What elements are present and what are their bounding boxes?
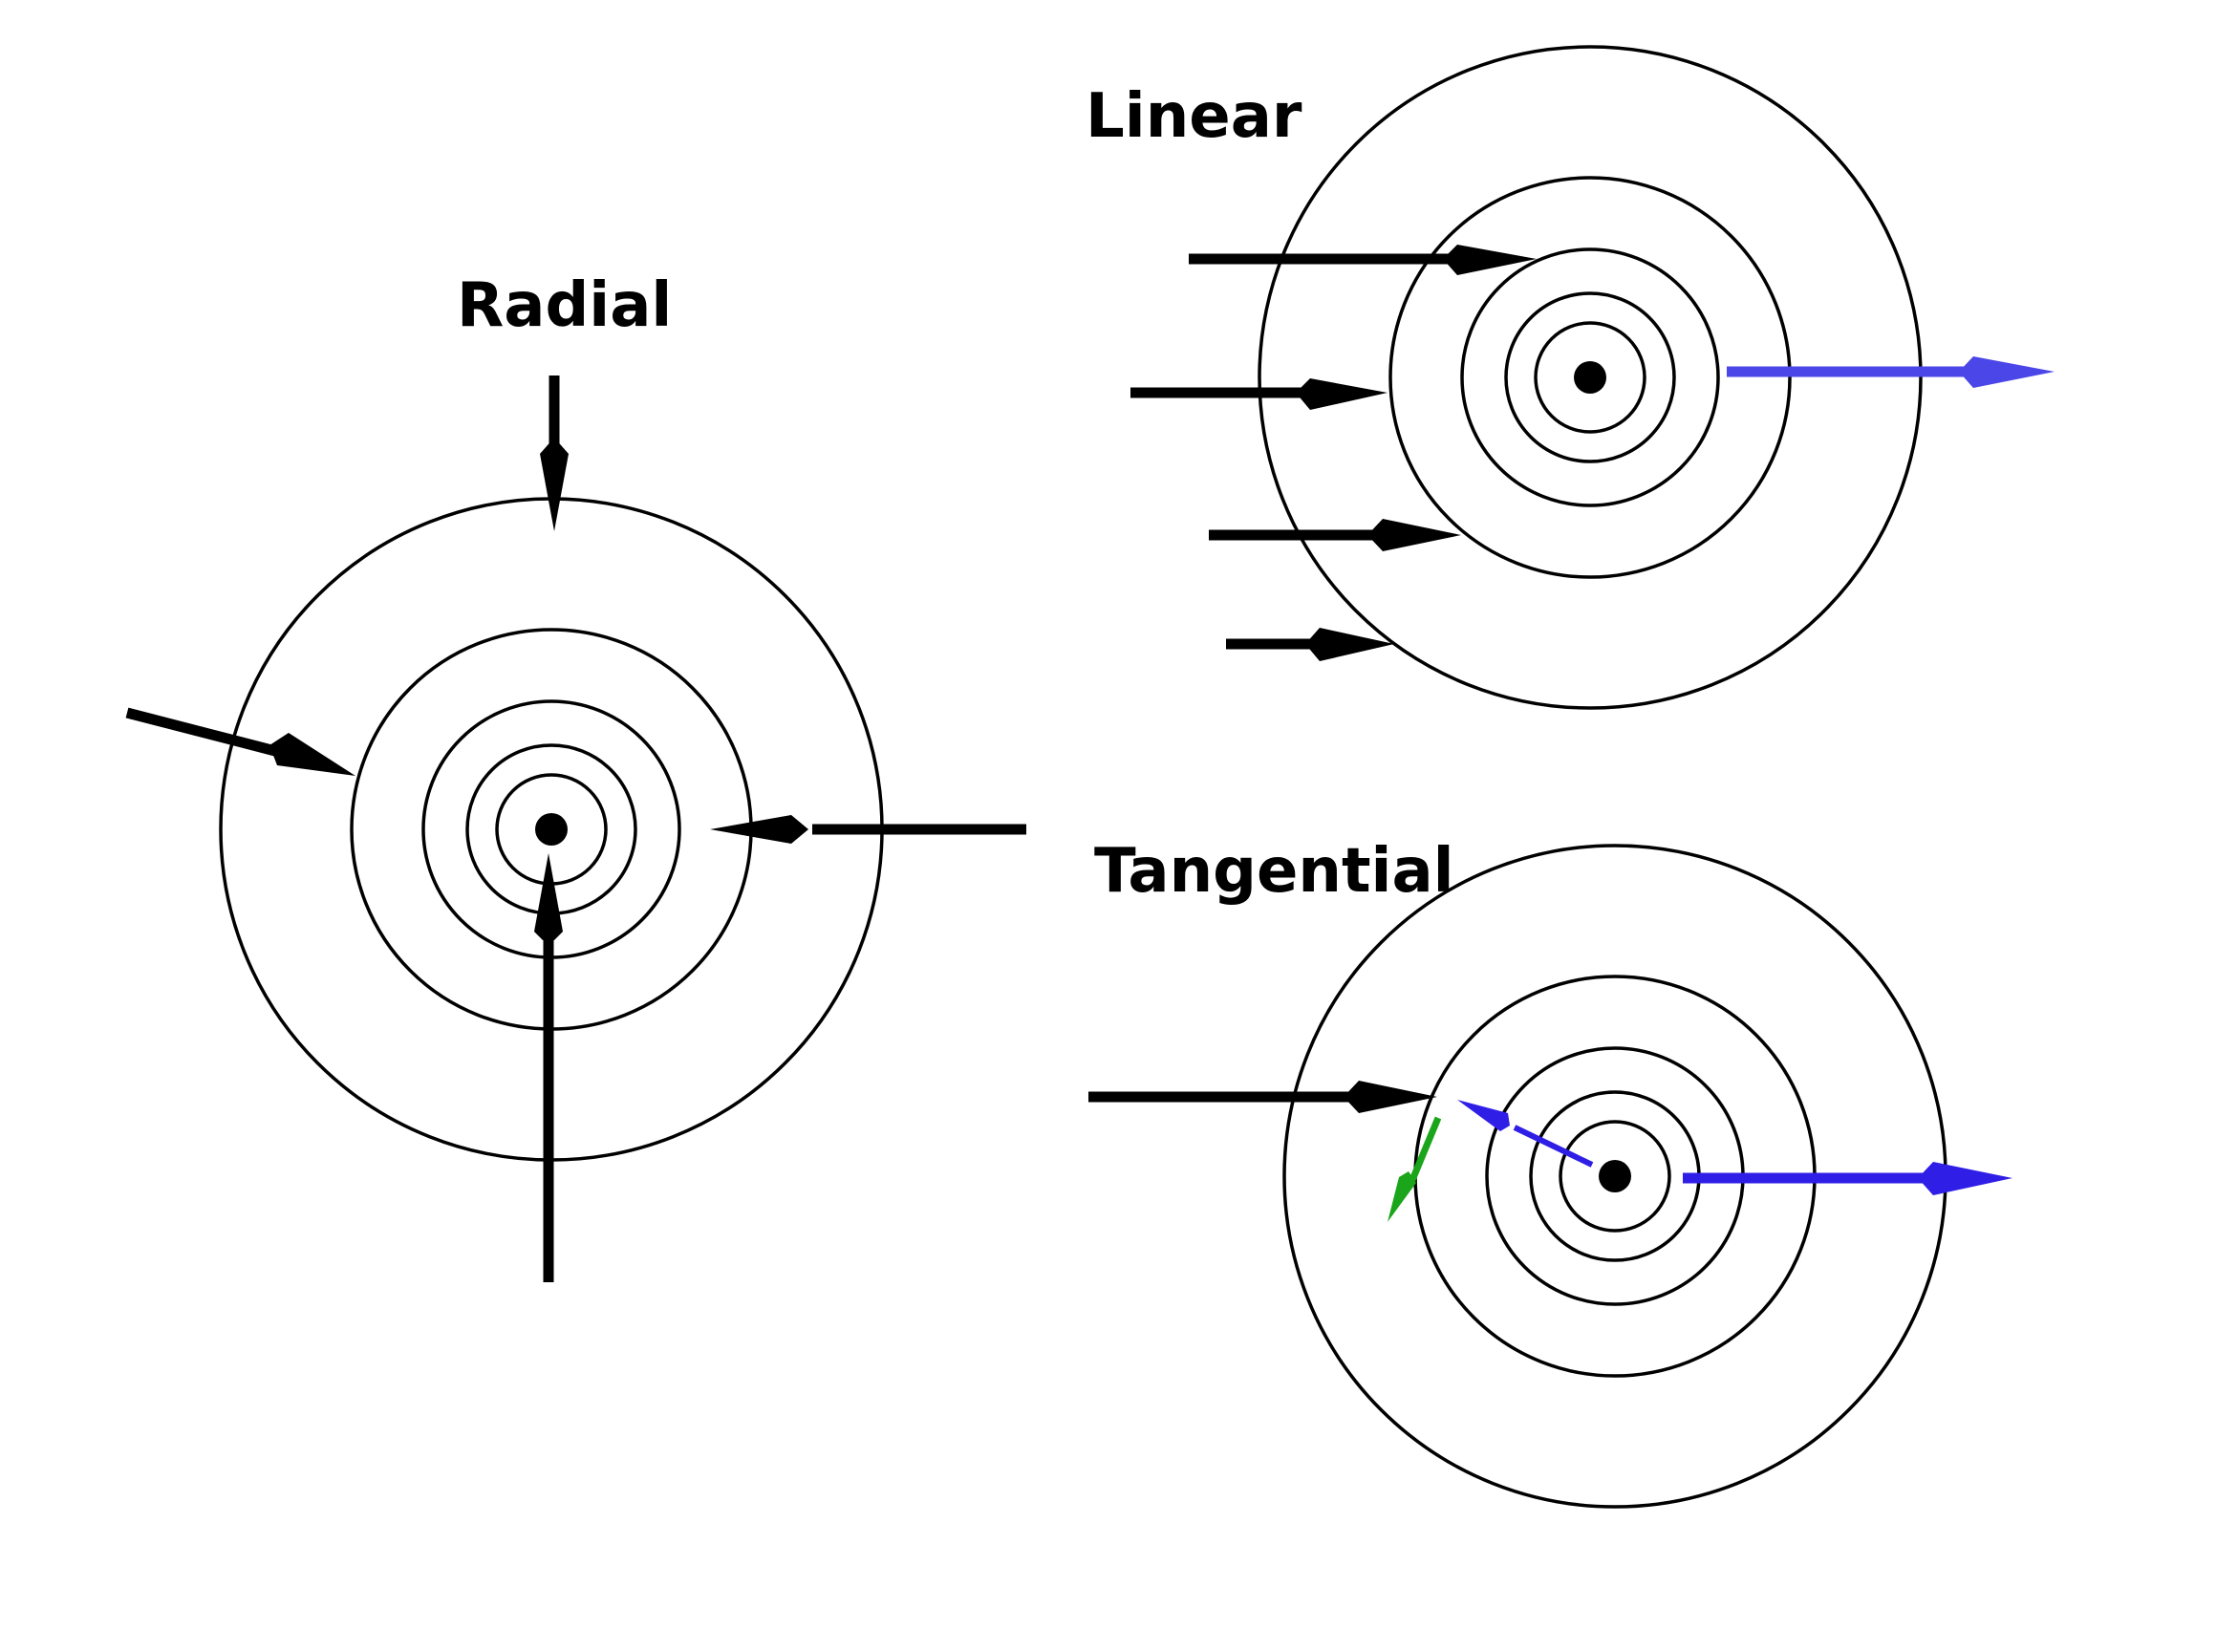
linear-arrow-2 [1130, 378, 1388, 410]
radial-panel: Radial [125, 270, 1026, 1282]
radial-arrow-top [540, 375, 569, 531]
radial-center-dot [535, 813, 568, 846]
tangential-incoming-arrow [1088, 1081, 1437, 1113]
linear-ring-4 [1504, 291, 1676, 463]
tangential-panel: Tangential [1088, 836, 2012, 1509]
radial-title: Radial [457, 270, 672, 341]
linear-arrow-4 [1226, 628, 1394, 661]
radial-arrow-left [125, 707, 355, 776]
linear-arrow-1 [1189, 245, 1537, 275]
linear-title: Linear [1086, 81, 1302, 152]
tangential-inflow-arrow [1457, 1100, 1594, 1168]
linear-ring-outer [1258, 45, 1923, 710]
tangential-outward-arrow [1683, 1162, 2012, 1195]
linear-arrow-3 [1209, 519, 1461, 551]
tangential-center-dot [1599, 1160, 1631, 1192]
tangential-title: Tangential [1094, 836, 1454, 907]
linear-ring-2 [1388, 176, 1792, 579]
linear-panel: Linear [1086, 45, 2055, 710]
linear-center-dot [1574, 361, 1606, 394]
radial-arrow-right [710, 815, 1026, 844]
tangential-green-arrow [1388, 1116, 1442, 1222]
radial-arrow-bottom [534, 853, 563, 1282]
linear-outward-arrow [1727, 356, 2055, 388]
linear-ring-3 [1460, 247, 1720, 507]
tangential-ring-inner [1559, 1120, 1671, 1233]
linear-ring-inner [1534, 321, 1646, 434]
